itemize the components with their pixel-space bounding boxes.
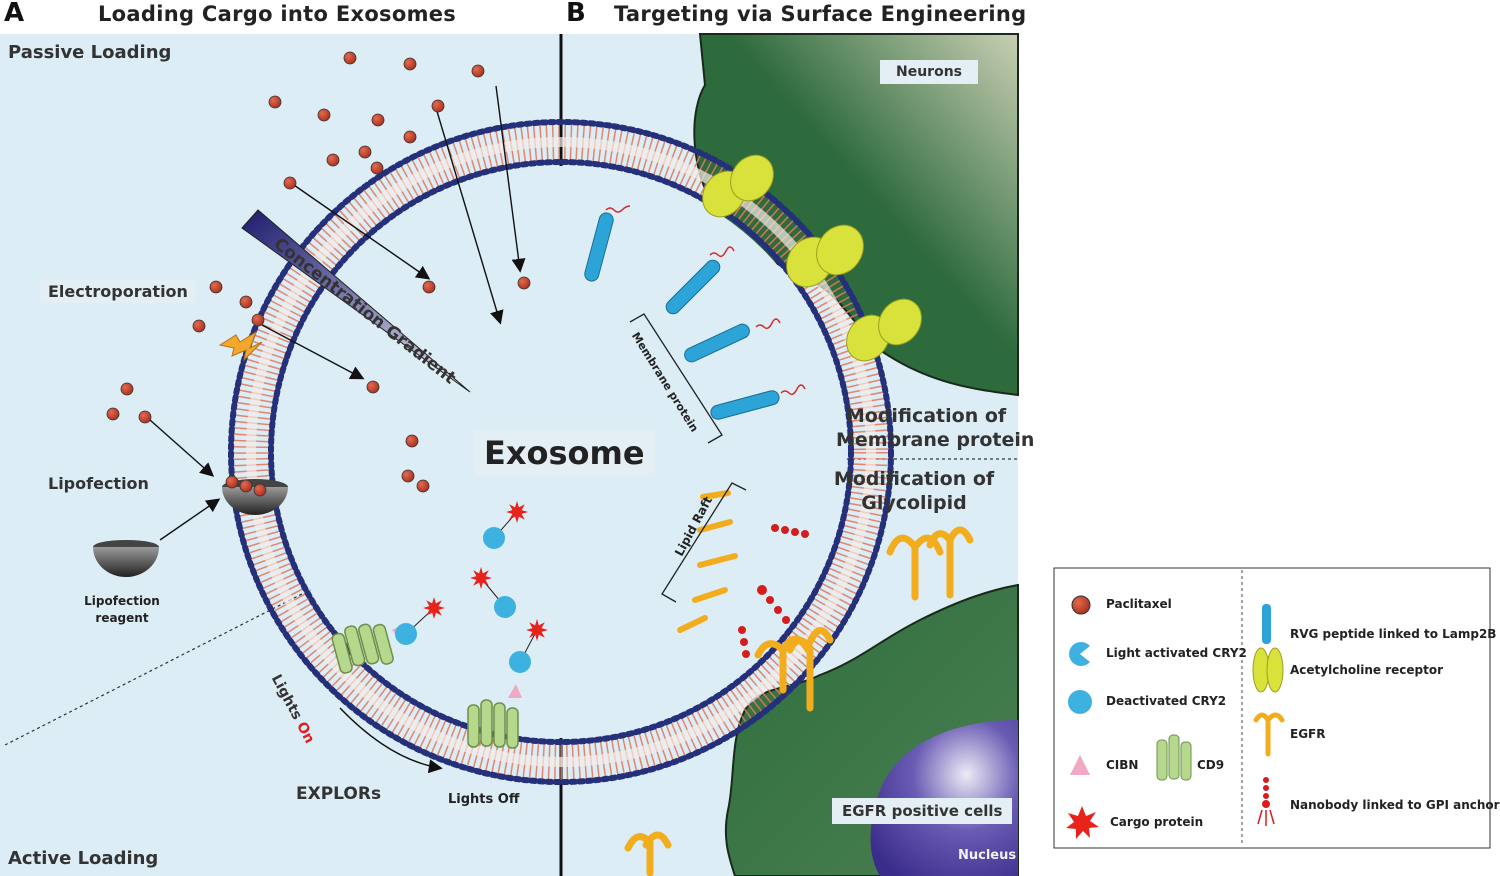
lights-off-label: Lights Off — [448, 792, 520, 807]
cry2-protein-icon — [395, 623, 417, 645]
neurons-label: Neurons — [880, 60, 979, 84]
lipofection-reagent-label-1: Lipofection — [84, 594, 160, 608]
nanobody-gpi-chains — [738, 524, 809, 658]
electroporation-label: Electroporation — [40, 280, 196, 303]
egfr-receptors — [624, 526, 974, 876]
active-loading-label: Active Loading — [8, 848, 159, 869]
concentration-gradient-wedge — [241, 209, 471, 393]
legend-rvg: RVG peptide linked to Lamp2B — [1290, 627, 1497, 641]
acetylcholine-receptors — [702, 154, 922, 362]
passive-loading-label: Passive Loading — [8, 42, 172, 63]
modification-membrane-protein-label: Modification of Membrane protein — [836, 404, 1035, 452]
egfr-positive-cells-label: EGFR positive cells — [832, 798, 1013, 824]
lipofection-reagent-label-2: reagent — [95, 611, 149, 625]
passive-arrows — [149, 85, 526, 774]
rvg-lamp2b-legend-icon — [1262, 604, 1271, 644]
legend-achr: Acetylcholine receptor — [1290, 663, 1443, 677]
legend-box — [1053, 567, 1491, 849]
paclitaxel-bead — [317, 108, 331, 122]
legend-cargo: Cargo protein — [1110, 815, 1204, 829]
explors-label: EXPLORs — [296, 784, 382, 804]
paclitaxel-bead — [370, 161, 384, 175]
paclitaxel-bead — [343, 51, 357, 65]
electroporation-lightning-icon — [218, 330, 263, 362]
acetylcholine-receptor-legend-icon — [1252, 647, 1284, 693]
legend-paclitaxel: Paclitaxel — [1106, 597, 1172, 611]
paclitaxel-bead — [431, 99, 445, 113]
paclitaxel-bead — [192, 319, 206, 333]
paclitaxel-bead — [403, 57, 417, 71]
cargo-protein-icon — [423, 597, 445, 619]
paclitaxel-bead — [401, 469, 415, 483]
cry2-protein-icon — [509, 651, 531, 673]
cargo-protein-legend-icon — [1066, 806, 1099, 839]
cibn-icon — [508, 684, 522, 698]
light-activated-cry2-legend-icon — [1069, 642, 1090, 666]
paclitaxel-bead — [371, 113, 385, 127]
paclitaxel-bead — [138, 410, 152, 424]
membrane-egfr-rods — [677, 490, 738, 633]
cargo-protein-icon — [506, 501, 528, 523]
legend-egfr: EGFR — [1290, 727, 1326, 741]
paclitaxel-bead — [106, 407, 120, 421]
rvg-lamp2b-proteins — [584, 212, 780, 420]
nucleus-label: Nucleus — [958, 848, 1017, 863]
paclitaxel-bead — [120, 382, 134, 396]
legend-nanobody: Nanobody linked to GPI anchor — [1290, 798, 1500, 812]
cd9-protein-icon — [331, 623, 394, 674]
cargo-protein-icon — [526, 619, 548, 641]
cd9-legend-icon — [1156, 734, 1192, 781]
paclitaxel-bead — [471, 64, 485, 78]
paclitaxel-bead — [251, 313, 265, 327]
membrane-protein-bracket — [629, 313, 723, 444]
legend-deactivated-cry2: Deactivated CRY2 — [1106, 694, 1227, 708]
legend-cd9: CD9 — [1197, 758, 1225, 772]
modification-membrane-line-2: Membrane protein — [836, 429, 1035, 451]
egfr-legend-icon — [1253, 712, 1285, 757]
modification-membrane-line-1: Modification of — [845, 405, 1007, 427]
paclitaxel-bead — [366, 380, 380, 394]
paclitaxel-bead — [517, 276, 531, 290]
paclitaxel-bead — [283, 176, 297, 190]
panel-b-letter: B — [566, 0, 586, 28]
panel-a-letter: A — [4, 0, 25, 28]
modification-glycolipid-label: Modification of Glycolipid — [826, 467, 1002, 515]
nanobody-gpi-legend-icon — [1257, 777, 1275, 826]
paclitaxel-bead — [358, 145, 372, 159]
cry2-cargo-complexes — [395, 501, 548, 673]
paclitaxel-bead — [253, 483, 267, 497]
cargo-protein-icon — [470, 567, 492, 589]
modification-glyco-line-1: Modification of — [833, 468, 995, 490]
paclitaxel-bead — [239, 479, 253, 493]
cibn-legend-icon — [1070, 755, 1090, 775]
exosome-membrane — [228, 119, 894, 785]
paclitaxel-bead — [416, 479, 430, 493]
lipofection-label: Lipofection — [48, 474, 149, 493]
paclitaxel-bead — [403, 130, 417, 144]
exosome-label: Exosome — [474, 430, 655, 476]
paclitaxel-legend-icon — [1071, 595, 1091, 615]
paclitaxel-bead — [326, 153, 340, 167]
deactivated-cry2-legend-icon — [1068, 690, 1092, 714]
paclitaxel-bead — [225, 475, 239, 489]
rvg-peptide-tails — [605, 205, 806, 396]
legend-light-cry2: Light activated CRY2 — [1106, 646, 1247, 660]
paclitaxel-bead — [405, 434, 419, 448]
active-passive-divider — [4, 477, 531, 746]
paclitaxel-dots — [106, 51, 531, 497]
modification-glyco-line-2: Glycolipid — [861, 492, 967, 514]
cry2-protein-icon — [483, 527, 505, 549]
paclitaxel-bead — [422, 280, 436, 294]
paclitaxel-bead — [239, 295, 253, 309]
cry2-protein-icon — [494, 596, 516, 618]
legend-cibn: CIBN — [1106, 758, 1139, 772]
panel-b-title: Targeting via Surface Engineering — [614, 2, 1027, 26]
lipofection-reagent-bowl-icon — [93, 540, 159, 577]
panel-a-title: Loading Cargo into Exosomes — [98, 2, 457, 26]
lipid-raft-bracket — [661, 482, 747, 603]
cd9-protein-icon — [467, 699, 519, 749]
paclitaxel-bead — [268, 95, 282, 109]
paclitaxel-bead — [209, 280, 223, 294]
